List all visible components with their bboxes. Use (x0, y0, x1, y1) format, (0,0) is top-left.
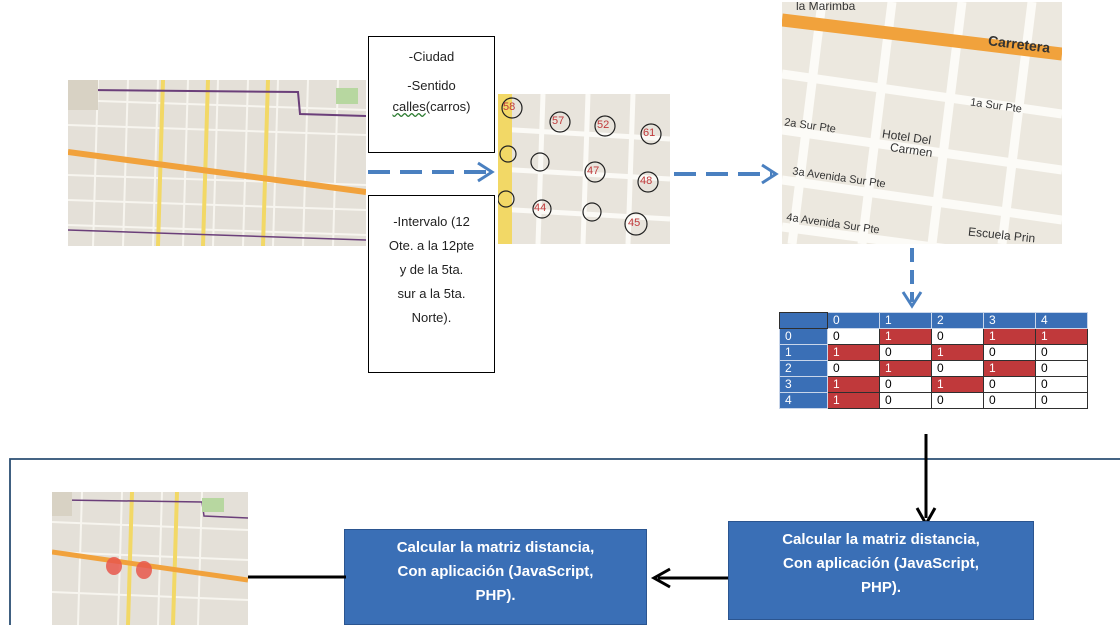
result-map (52, 492, 248, 625)
criteria-calles-line: calles(carros) (392, 99, 471, 114)
matrix-row: 3 1 0 1 0 0 (779, 376, 1088, 393)
action-line: Con aplicación (JavaScript, (397, 563, 594, 580)
interval-line: sur a la 5ta. (397, 286, 466, 301)
matrix-cell: 1 (827, 344, 880, 361)
matrix-cell: 0 (1035, 360, 1088, 377)
matrix-row: 1 1 0 1 0 0 (779, 344, 1088, 361)
adjacency-matrix: 0 1 2 3 4 0 0 1 0 1 1 1 1 0 1 0 0 2 0 1 … (779, 312, 1088, 409)
marker-label: 61 (643, 127, 656, 139)
matrix-cell: 1 (931, 344, 984, 361)
matrix-row-header: 2 (779, 360, 828, 377)
matrix-cell: 0 (879, 376, 932, 393)
matrix-col-header: 1 (879, 312, 932, 329)
criteria-ciudad: -Ciudad (408, 49, 455, 64)
interval-box: -Intervalo (12 Ote. a la 12pte y de la 5… (368, 195, 495, 373)
calc-distance-matrix-step-left: Calcular la matriz distancia, Con aplica… (344, 529, 647, 625)
input-criteria-box: -Ciudad -Sentido calles(carros) (368, 36, 495, 153)
matrix-col-header: 3 (983, 312, 1036, 329)
matrix-cell: 1 (879, 328, 932, 345)
matrix-cell: 0 (1035, 376, 1088, 393)
matrix-header-row: 0 1 2 3 4 (779, 312, 1088, 329)
marker-label: 57 (552, 115, 565, 127)
matrix-col-header: 4 (1035, 312, 1088, 329)
interval-line: Norte). (411, 310, 452, 325)
matrix-cell: 0 (931, 392, 984, 409)
process-frame (9, 458, 1120, 625)
matrix-cell: 0 (879, 392, 932, 409)
action-line: Calcular la matriz distancia, (782, 531, 980, 548)
matrix-cell: 0 (1035, 392, 1088, 409)
dashed-arrow-3 (901, 248, 923, 309)
matrix-cell: 1 (931, 376, 984, 393)
matrix-row-header: 0 (779, 328, 828, 345)
action-line: Calcular la matriz distancia, (396, 539, 595, 556)
dashed-arrow-1 (368, 161, 495, 183)
matrix-row-header: 3 (779, 376, 828, 393)
matrix-row-header: 4 (779, 392, 828, 409)
action-line: Con aplicación (JavaScript, (783, 555, 979, 572)
marker-label: 47 (587, 165, 600, 177)
matrix-cell: 0 (879, 344, 932, 361)
numbered-intersections-map: 58 57 52 61 47 48 44 45 (498, 94, 670, 244)
interval-line: Ote. a la 12pte (388, 238, 475, 253)
street-label: la Marimba (796, 2, 856, 13)
arrow-left-to-calc (650, 567, 728, 589)
dashed-arrow-2 (674, 163, 779, 185)
matrix-cell: 0 (983, 392, 1036, 409)
matrix-row-header: 1 (779, 344, 828, 361)
criteria-sentido-line: -Sentido (407, 78, 456, 93)
marker-label: 58 (503, 101, 516, 113)
matrix-cell: 0 (827, 328, 880, 345)
matrix-col-header: 2 (931, 312, 984, 329)
action-line: PHP). (860, 579, 901, 596)
matrix-cell: 0 (1035, 344, 1088, 361)
matrix-row: 4 1 0 0 0 0 (779, 392, 1088, 409)
matrix-cell: 0 (983, 344, 1036, 361)
calc-distance-matrix-step-right: Calcular la matriz distancia, Con aplica… (728, 521, 1034, 620)
matrix-cell: 1 (827, 392, 880, 409)
arrow-down-to-calc (915, 434, 937, 528)
marker-label: 45 (628, 217, 641, 229)
city-map-overview (68, 80, 366, 246)
interval-line: y de la 5ta. (399, 262, 464, 277)
matrix-cell: 1 (1035, 328, 1088, 345)
matrix-row: 0 0 1 0 1 1 (779, 328, 1088, 345)
marker-label: 44 (534, 202, 547, 214)
matrix-cell: 0 (931, 328, 984, 345)
matrix-cell: 0 (983, 376, 1036, 393)
matrix-row: 2 0 1 0 1 0 (779, 360, 1088, 377)
interval-line: -Intervalo (12 (393, 214, 470, 229)
matrix-cell: 1 (983, 360, 1036, 377)
matrix-col-header: 0 (827, 312, 880, 329)
matrix-cell: 0 (827, 360, 880, 377)
matrix-cell: 1 (879, 360, 932, 377)
marker-label: 52 (597, 119, 610, 131)
matrix-cell: 1 (827, 376, 880, 393)
matrix-cell: 1 (983, 328, 1036, 345)
action-line: PHP). (475, 587, 516, 604)
matrix-cell: 0 (931, 360, 984, 377)
street-detail-map: la Marimba Carretera 2a Sur Pte 1a Sur P… (782, 2, 1062, 244)
connector-to-result-map (248, 575, 346, 579)
marker-label: 48 (640, 175, 653, 187)
matrix-corner (779, 312, 828, 329)
